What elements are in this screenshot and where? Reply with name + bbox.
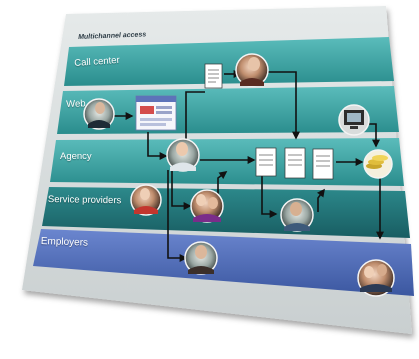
arrow-providers-to-agency [217, 171, 228, 200]
arrow-agency-to-providers [171, 168, 192, 210]
web-form-icon [135, 95, 177, 131]
lane-label-service-providers: Service providers [47, 194, 122, 207]
employer-group-photo [357, 259, 395, 297]
service-provider-family-photo [130, 184, 162, 216]
lane-label-agency: Agency [60, 151, 92, 162]
lane-label-employers: Employers [40, 236, 89, 249]
arrow-agency-to-doc-up [185, 91, 205, 148]
employer-photo [184, 241, 218, 275]
web-user-photo [83, 98, 115, 130]
agency-caseworker-photo [166, 138, 200, 172]
service-provider-agent-photo [280, 198, 314, 232]
document-stack [255, 147, 334, 180]
arrow-call-down [260, 71, 300, 140]
call-center-agent-photo [235, 53, 269, 87]
document-icon [204, 63, 223, 89]
lane-call-center [64, 37, 394, 86]
arrow-provider-agent-to-docs [316, 188, 325, 212]
coins-icon [363, 149, 393, 179]
arrow-form-to-agency [147, 132, 168, 160]
arrow-agency-to-employers [167, 170, 188, 262]
service-provider-client-photo [190, 189, 224, 223]
lane-label-web: Web [66, 98, 86, 110]
arrow-docs-to-provider-agent [261, 176, 278, 218]
computer-terminal-icon [338, 104, 370, 136]
lane-employers [33, 229, 414, 296]
